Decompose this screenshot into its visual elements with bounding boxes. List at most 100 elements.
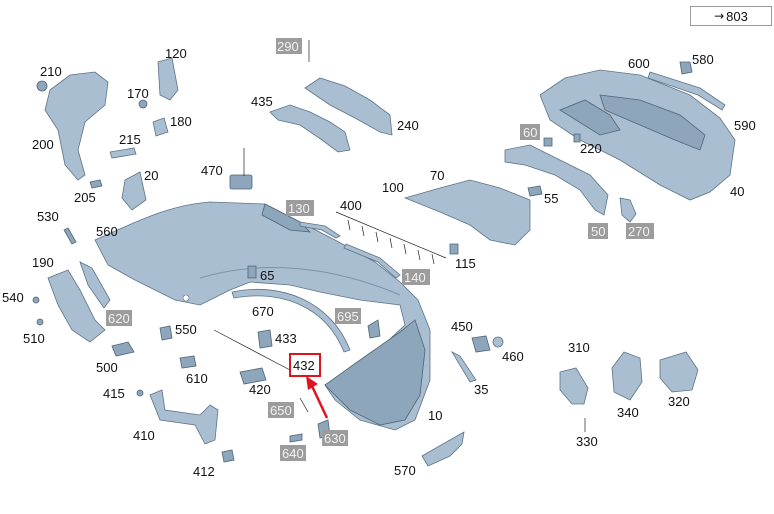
clip-610-part[interactable] — [179, 355, 197, 369]
label-510[interactable]: 510 — [23, 331, 45, 346]
label-10[interactable]: 10 — [428, 408, 442, 423]
rod-215-part[interactable] — [109, 147, 137, 159]
label-55[interactable]: 55 — [544, 191, 558, 206]
label-550[interactable]: 550 — [175, 322, 197, 337]
label-433[interactable]: 433 — [275, 331, 297, 346]
trim-570-part[interactable] — [421, 431, 465, 467]
trim-50-part[interactable] — [504, 144, 609, 216]
sensor-433-part[interactable] — [257, 329, 273, 349]
label-140[interactable]: 140 — [404, 270, 426, 285]
bracket-120-part[interactable] — [157, 57, 179, 101]
label-310[interactable]: 310 — [568, 340, 590, 355]
label-65[interactable]: 65 — [260, 268, 274, 283]
label-60[interactable]: 60 — [523, 125, 537, 140]
label-35[interactable]: 35 — [474, 382, 488, 397]
reinforcement-100-part[interactable] — [403, 179, 531, 246]
bracket-310-part[interactable] — [559, 367, 589, 405]
label-590[interactable]: 590 — [734, 118, 756, 133]
label-570[interactable]: 570 — [394, 463, 416, 478]
clip-550-part[interactable] — [159, 325, 173, 341]
lower-bracket-410-part[interactable] — [149, 389, 219, 445]
label-320[interactable]: 320 — [668, 394, 690, 409]
bracket-180-part[interactable] — [152, 117, 169, 137]
clip-530-part[interactable] — [63, 227, 77, 245]
reinforcement-240-part[interactable] — [304, 77, 393, 136]
clip-580-part[interactable] — [679, 61, 693, 75]
bolt-650-part[interactable] — [299, 397, 309, 413]
label-500[interactable]: 500 — [96, 360, 118, 375]
clip-510-part[interactable] — [36, 318, 44, 326]
sensor-470-part[interactable] — [229, 148, 253, 190]
label-610[interactable]: 610 — [186, 371, 208, 386]
label-600[interactable]: 600 — [628, 56, 650, 71]
label-115[interactable]: 115 — [455, 256, 476, 271]
label-200[interactable]: 200 — [32, 137, 54, 152]
label-450[interactable]: 450 — [451, 319, 473, 334]
strip-670-part[interactable] — [231, 288, 351, 353]
label-620[interactable]: 620 — [108, 311, 130, 326]
clip-500-part[interactable] — [111, 341, 135, 357]
clip-695-part[interactable] — [367, 319, 381, 339]
label-640[interactable]: 640 — [282, 446, 304, 461]
label-240[interactable]: 240 — [397, 118, 419, 133]
label-540[interactable]: 540 — [2, 290, 24, 305]
label-170[interactable]: 170 — [127, 86, 149, 101]
label-180[interactable]: 180 — [170, 114, 192, 129]
cap-65-part[interactable] — [247, 265, 257, 279]
strip-130-part[interactable] — [299, 221, 341, 239]
label-210[interactable]: 210 — [40, 64, 62, 79]
clip-170-part[interactable] — [138, 99, 148, 109]
label-190[interactable]: 190 — [32, 255, 54, 270]
label-695[interactable]: 695 — [337, 309, 359, 324]
label-412[interactable]: 412 — [193, 464, 215, 479]
strip-560-part[interactable] — [79, 261, 111, 309]
bracket-435-part[interactable] — [269, 104, 351, 153]
label-580[interactable]: 580 — [692, 52, 714, 67]
label-400[interactable]: 400 — [340, 198, 362, 213]
screw-640-part[interactable] — [289, 433, 303, 443]
cover-20-part[interactable] — [121, 171, 147, 211]
label-330[interactable]: 330 — [576, 434, 598, 449]
label-530[interactable]: 530 — [37, 209, 59, 224]
rear-diffuser-part[interactable] — [539, 69, 736, 201]
cap-210-part[interactable] — [36, 80, 48, 92]
label-470[interactable]: 470 — [201, 163, 223, 178]
clip-205-part[interactable] — [89, 179, 103, 189]
label-215[interactable]: 215 — [119, 132, 141, 147]
label-340[interactable]: 340 — [617, 405, 639, 420]
label-650[interactable]: 650 — [270, 403, 292, 418]
label-410[interactable]: 410 — [133, 428, 155, 443]
label-432[interactable]: 432 — [293, 358, 315, 373]
housing-320-part[interactable] — [659, 351, 699, 393]
label-50[interactable]: 50 — [591, 224, 605, 239]
label-290[interactable]: 290 — [277, 39, 299, 54]
tape-400-part[interactable] — [335, 211, 447, 265]
label-130[interactable]: 130 — [288, 201, 310, 216]
label-70[interactable]: 70 — [430, 168, 444, 183]
label-670[interactable]: 670 — [252, 304, 274, 319]
label-205[interactable]: 205 — [74, 190, 96, 205]
sensor-450-part[interactable] — [471, 335, 491, 353]
label-460[interactable]: 460 — [502, 349, 524, 364]
label-40[interactable]: 40 — [730, 184, 744, 199]
bumper-cover-part[interactable] — [94, 201, 431, 431]
clip-115-part[interactable] — [449, 243, 459, 255]
label-630[interactable]: 630 — [324, 431, 346, 446]
strip-35-part[interactable] — [450, 351, 477, 383]
label-20[interactable]: 20 — [144, 168, 158, 183]
clip-220-part[interactable] — [573, 133, 581, 143]
clip-55-part[interactable] — [527, 185, 543, 197]
label-100[interactable]: 100 — [382, 180, 404, 195]
trim-270-part[interactable] — [619, 197, 637, 223]
label-120[interactable]: 120 — [165, 46, 187, 61]
label-435[interactable]: 435 — [251, 94, 273, 109]
label-220[interactable]: 220 — [580, 141, 602, 156]
screw-415-part[interactable] — [136, 389, 144, 397]
ring-460-part[interactable] — [492, 336, 504, 348]
cable-432-part[interactable] — [213, 329, 291, 371]
trim-strip-600-part[interactable] — [647, 71, 726, 111]
side-bracket-190-part[interactable] — [47, 269, 106, 343]
housing-340-part[interactable] — [611, 351, 643, 401]
label-415[interactable]: 415 — [103, 386, 125, 401]
screw-540-part[interactable] — [32, 296, 40, 304]
